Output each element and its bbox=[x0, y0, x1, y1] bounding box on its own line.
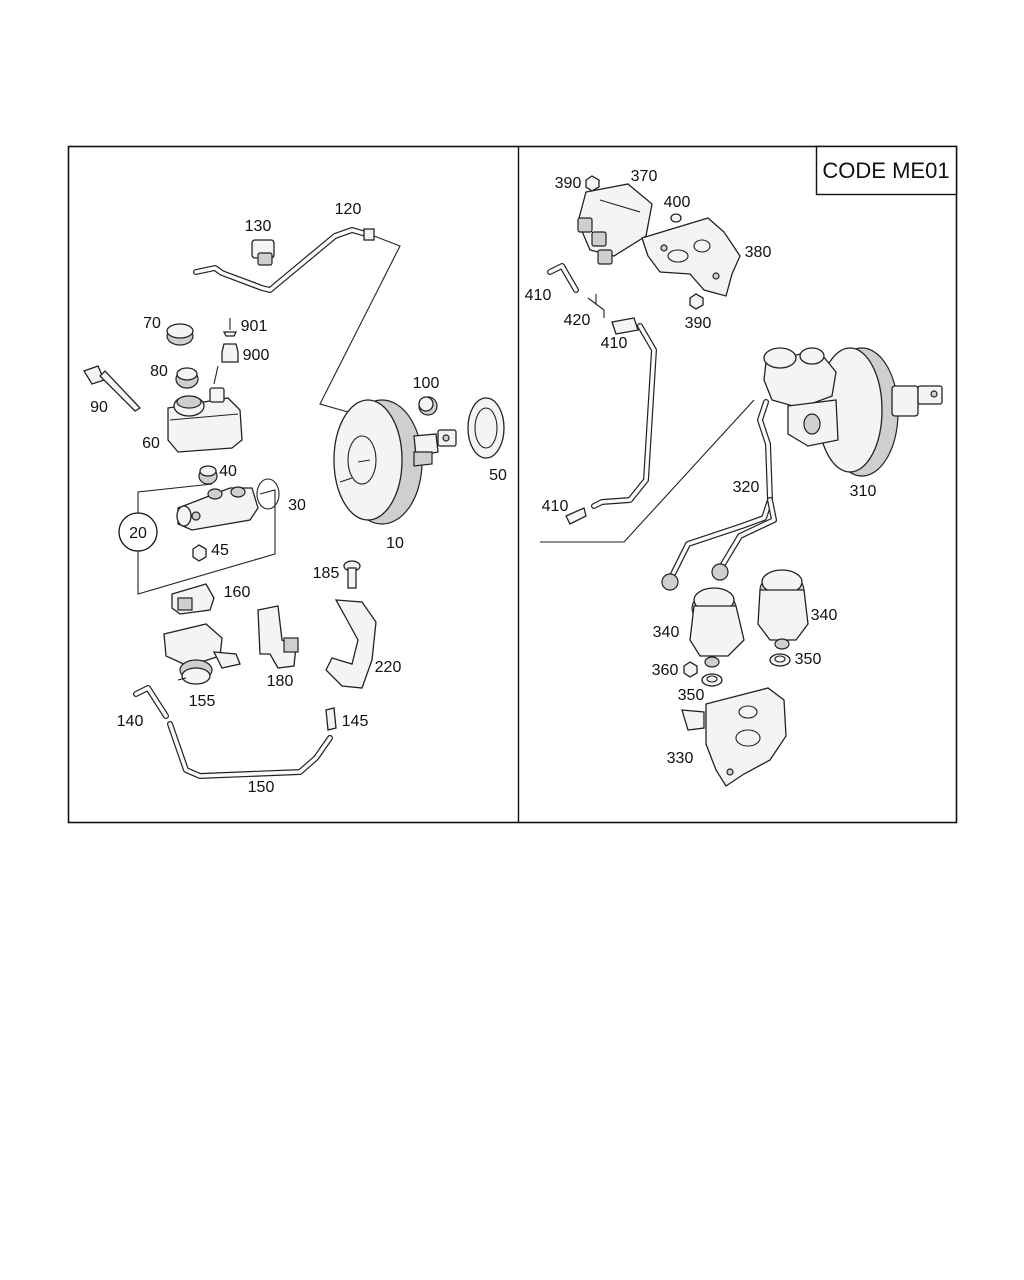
part-350-washer-right bbox=[769, 653, 791, 667]
leader-410-320 bbox=[540, 399, 755, 543]
label-340-right: 340 bbox=[811, 607, 838, 624]
part-20-master-cylinder bbox=[176, 486, 259, 531]
leader-900 bbox=[213, 365, 219, 385]
label-160: 160 bbox=[224, 584, 251, 601]
part-360-nut bbox=[683, 661, 698, 678]
label-360: 360 bbox=[652, 662, 679, 679]
label-40: 40 bbox=[219, 463, 237, 480]
diagram-frame bbox=[67, 145, 958, 824]
part-185-bolt bbox=[343, 560, 361, 589]
part-150-hose bbox=[167, 721, 333, 779]
label-350-left: 350 bbox=[678, 687, 705, 704]
label-330: 330 bbox=[667, 750, 694, 767]
part-410-hose bbox=[591, 317, 657, 509]
label-410-middle: 410 bbox=[601, 335, 628, 352]
label-320: 320 bbox=[733, 479, 760, 496]
part-380-bracket bbox=[641, 217, 741, 297]
part-340-pump-left bbox=[689, 587, 745, 668]
part-320-lines bbox=[661, 399, 777, 591]
label-90: 90 bbox=[90, 399, 108, 416]
part-30-ring bbox=[256, 478, 280, 510]
label-70: 70 bbox=[143, 315, 161, 332]
label-380: 380 bbox=[745, 244, 772, 261]
leader-20 bbox=[137, 483, 276, 595]
label-340-left: 340 bbox=[653, 624, 680, 641]
label-410-top: 410 bbox=[525, 287, 552, 304]
part-90-pin bbox=[83, 365, 142, 412]
label-390-top: 390 bbox=[555, 175, 582, 192]
part-130-clip bbox=[251, 239, 275, 266]
label-400: 400 bbox=[664, 194, 691, 211]
part-370-valve-block bbox=[577, 183, 653, 265]
label-30: 30 bbox=[288, 497, 306, 514]
part-390-nut-top bbox=[585, 175, 600, 192]
part-410-elbow-top bbox=[547, 263, 579, 293]
label-155: 155 bbox=[189, 693, 216, 710]
label-100: 100 bbox=[413, 375, 440, 392]
label-80: 80 bbox=[150, 363, 168, 380]
part-390-nut-bottom bbox=[689, 293, 704, 310]
part-120-brake-line bbox=[193, 227, 375, 293]
part-310-booster-assembly bbox=[763, 347, 943, 477]
part-420-tee bbox=[587, 294, 605, 318]
label-370: 370 bbox=[631, 168, 658, 185]
callout-circle-20 bbox=[118, 512, 158, 552]
part-80-filter bbox=[175, 367, 199, 389]
part-100-nut bbox=[418, 396, 438, 416]
label-220: 220 bbox=[375, 659, 402, 676]
label-50: 50 bbox=[489, 467, 507, 484]
code-box bbox=[815, 145, 958, 196]
label-10: 10 bbox=[386, 535, 404, 552]
label-130: 130 bbox=[245, 218, 272, 235]
label-390-bottom: 390 bbox=[685, 315, 712, 332]
part-10-brake-booster bbox=[333, 399, 457, 525]
part-140-elbow bbox=[133, 685, 169, 719]
part-901-sensor bbox=[222, 318, 238, 337]
label-901: 901 bbox=[241, 318, 268, 335]
part-400-screw bbox=[670, 213, 682, 223]
part-40-plug bbox=[198, 465, 218, 485]
label-420: 420 bbox=[564, 312, 591, 329]
part-60-reservoir bbox=[167, 387, 243, 453]
part-145-connector bbox=[325, 707, 337, 731]
label-45: 45 bbox=[211, 542, 229, 559]
label-310: 310 bbox=[850, 483, 877, 500]
label-60: 60 bbox=[142, 435, 160, 452]
label-20: 20 bbox=[129, 525, 147, 542]
label-900: 900 bbox=[243, 347, 270, 364]
part-155-module bbox=[163, 623, 241, 685]
code-box-text: CODE ME01 bbox=[822, 158, 949, 183]
label-150: 150 bbox=[248, 779, 275, 796]
part-330-bracket bbox=[681, 687, 787, 787]
part-410-connector-bottom bbox=[565, 507, 587, 525]
label-120: 120 bbox=[335, 201, 362, 218]
part-70-cap bbox=[166, 323, 194, 346]
part-45-nut bbox=[192, 544, 207, 562]
part-50-gasket bbox=[467, 397, 505, 459]
part-350-washer-left bbox=[701, 673, 723, 687]
part-900-sensor bbox=[221, 343, 239, 363]
label-350-right: 350 bbox=[795, 651, 822, 668]
part-340-pump-right bbox=[757, 569, 809, 650]
label-140: 140 bbox=[117, 713, 144, 730]
part-160-sensor bbox=[171, 583, 215, 615]
part-180-bracket bbox=[257, 605, 299, 669]
label-145: 145 bbox=[342, 713, 369, 730]
part-220-bracket bbox=[325, 599, 377, 689]
label-185: 185 bbox=[313, 565, 340, 582]
leader-120 bbox=[319, 235, 401, 415]
label-180: 180 bbox=[267, 673, 294, 690]
label-410-bottom: 410 bbox=[542, 498, 569, 515]
